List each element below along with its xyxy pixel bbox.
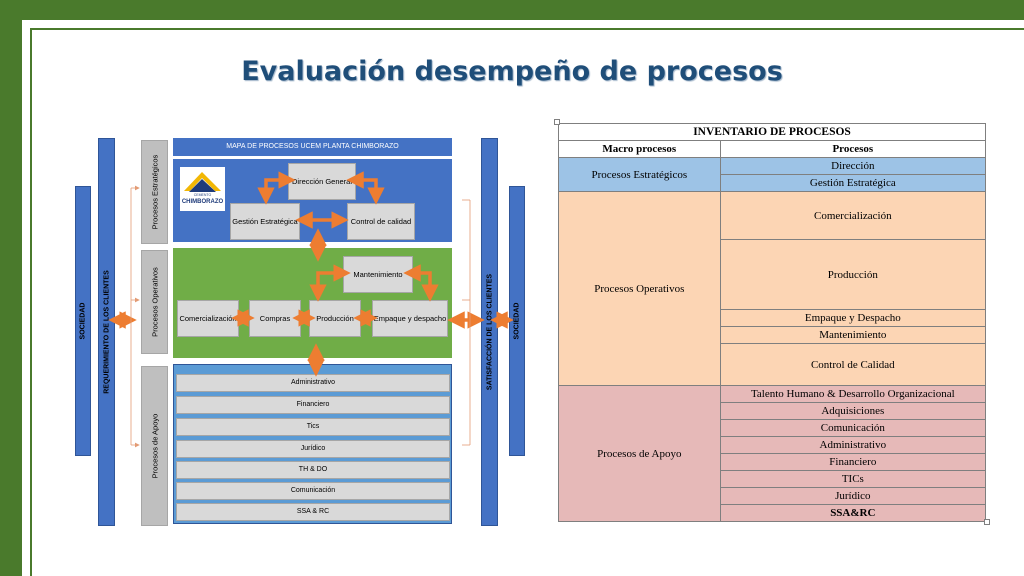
support-box: TH & DO — [176, 461, 450, 479]
logo-name-text: CHIMBORAZO — [181, 199, 224, 205]
table-row: Procesos Estratégicos Dirección — [558, 157, 987, 192]
box-direccion-general: Dirección General — [288, 163, 356, 200]
slide-frame-inner-vline — [30, 28, 32, 576]
left-outer-label: SOCIEDAD — [79, 302, 87, 340]
table-row: Procesos Operativos Comercialización — [558, 191, 987, 386]
process-cell: Empaque y Despacho — [719, 309, 987, 327]
table-row: Administrativo — [559, 436, 987, 454]
process-cell: TICs — [719, 470, 987, 488]
table-row: Gestión Estratégica — [559, 174, 987, 192]
map-header: MAPA DE PROCESOS UCEM PLANTA CHIMBORAZO — [173, 138, 452, 156]
process-cell: Talento Humano & Desarrollo Organizacion… — [719, 385, 987, 403]
box-gestion-estrategica: Gestión Estratégica — [230, 203, 300, 240]
right-outer-label: SOCIEDAD — [513, 302, 521, 340]
slide-frame-left — [0, 0, 22, 576]
support-box: Tics — [176, 418, 450, 436]
group-label-strategic: Procesos Estratégicos — [141, 140, 168, 244]
right-inner-bar: SATISFACCIÓN DE LOS CLIENTES — [481, 138, 498, 526]
process-cell: Financiero — [719, 453, 987, 471]
slide-frame-gap — [22, 20, 1024, 26]
macro-cell-operative: Procesos Operativos — [558, 191, 721, 386]
col-header-macro: Macro procesos — [558, 140, 721, 158]
table-row: Procesos de Apoyo Talento Humano & Desar… — [558, 385, 987, 522]
col-header-procesos: Procesos — [719, 140, 987, 158]
table-row: Financiero — [559, 453, 987, 471]
box-comercializacion: Comercialización — [177, 300, 239, 337]
group-label-support: Procesos de Apoyo — [141, 366, 168, 526]
table-row: Producción — [559, 239, 987, 310]
left-outer-bar: SOCIEDAD — [75, 186, 91, 456]
box-compras: Compras — [249, 300, 301, 337]
process-cell: Comercialización — [719, 191, 987, 240]
company-logo: CEMENTO CHIMBORAZO — [180, 167, 225, 211]
table-row: Control de Calidad — [559, 343, 987, 386]
process-cell: Jurídico — [719, 487, 987, 505]
table-row: Jurídico — [559, 487, 987, 505]
process-cell: Mantenimiento — [719, 326, 987, 344]
table-row: Comunicación — [559, 419, 987, 437]
logo-top-text: CEMENTO — [193, 193, 212, 197]
support-box: Jurídico — [176, 440, 450, 458]
box-control-calidad: Control de calidad — [347, 203, 415, 240]
table-row: Empaque y Despacho — [559, 309, 987, 327]
right-outer-bar: SOCIEDAD — [509, 186, 525, 456]
macro-cell-support: Procesos de Apoyo — [558, 385, 721, 522]
box-empaque-despacho: Empaque y despacho — [372, 300, 448, 337]
process-cell: Adquisiciones — [719, 402, 987, 420]
process-cell: Gestión Estratégica — [719, 174, 987, 192]
support-box: Financiero — [176, 396, 450, 414]
box-produccion: Producción — [309, 300, 361, 337]
right-inner-label: SATISFACCIÓN DE LOS CLIENTES — [486, 273, 493, 391]
process-cell: Administrativo — [719, 436, 987, 454]
table-row: Adquisiciones — [559, 402, 987, 420]
slide-frame-top — [0, 0, 1024, 20]
left-inner-bar: REQUERIMIENTO DE LOS CLIENTES — [98, 138, 115, 526]
support-box: SSA & RC — [176, 503, 450, 521]
inventory-title: INVENTARIO DE PROCESOS — [558, 123, 986, 141]
process-cell: Comunicación — [719, 419, 987, 437]
table-resize-handle[interactable] — [984, 519, 990, 525]
slide-title: Evaluación desempeño de procesos — [241, 56, 783, 87]
group-label-operative: Procesos Operativos — [141, 250, 168, 354]
table-resize-handle[interactable] — [554, 119, 560, 125]
support-box: Administrativo — [176, 374, 450, 392]
support-box: Comunicación — [176, 482, 450, 500]
macro-cell-strategic: Procesos Estratégicos — [558, 157, 721, 192]
inventory-table: INVENTARIO DE PROCESOS Macro procesos Pr… — [558, 123, 987, 522]
mountain-logo-icon — [184, 172, 221, 192]
process-cell: Control de Calidad — [719, 343, 987, 386]
box-mantenimiento: Mantenimiento — [343, 256, 413, 293]
process-cell: Dirección — [719, 157, 987, 175]
process-cell: Producción — [719, 239, 987, 310]
table-row: SSA&RC — [559, 504, 987, 522]
process-cell: SSA&RC — [719, 504, 987, 522]
left-inner-label: REQUERIMIENTO DE LOS CLIENTES — [103, 270, 110, 394]
table-row: Mantenimiento — [559, 326, 987, 344]
slide-frame-inner-line — [30, 28, 1024, 30]
